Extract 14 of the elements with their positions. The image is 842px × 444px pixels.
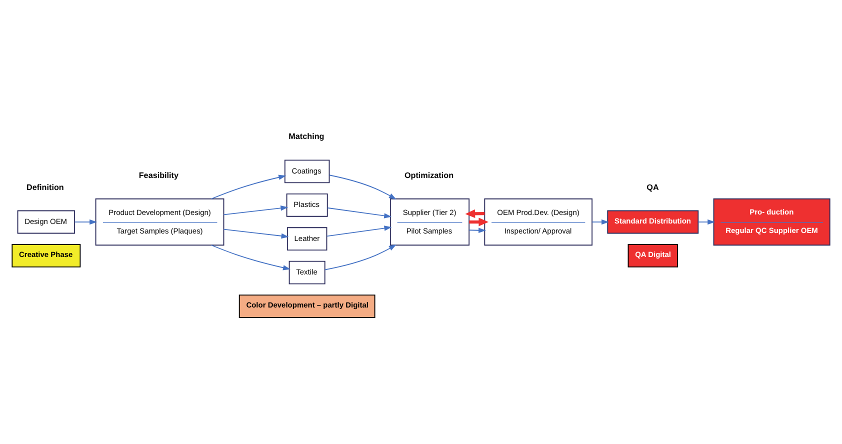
arrow bbox=[592, 219, 610, 225]
arrow bbox=[698, 219, 716, 225]
arrow bbox=[74, 219, 98, 225]
arrow bbox=[465, 209, 485, 218]
arrow bbox=[468, 228, 486, 234]
arrow bbox=[327, 207, 392, 218]
arrow bbox=[223, 228, 289, 239]
arrow bbox=[210, 174, 286, 200]
arrow bbox=[469, 218, 489, 226]
arrow bbox=[326, 226, 392, 237]
arrow bbox=[223, 206, 288, 216]
arrow bbox=[328, 174, 396, 200]
arrow bbox=[210, 244, 291, 270]
arrow bbox=[324, 244, 396, 270]
